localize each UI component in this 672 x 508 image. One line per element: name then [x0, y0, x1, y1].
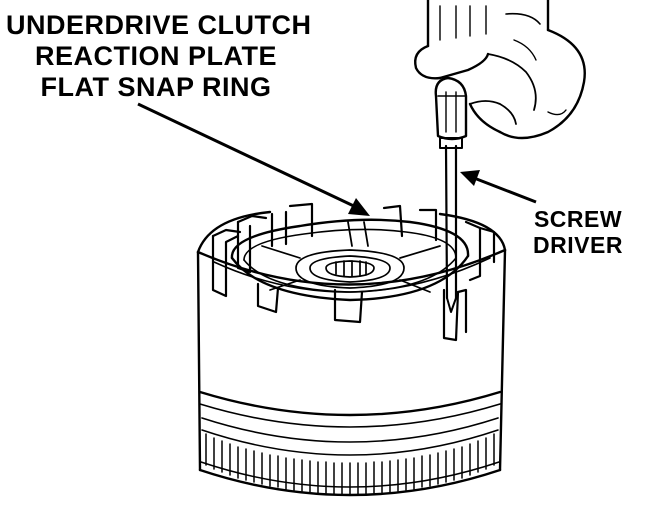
screwdriver-label-line2: DRIVER: [533, 232, 623, 258]
screwdriver-label-line1: SCREW: [533, 206, 623, 232]
snap-ring-label-line3: FLAT SNAP RING: [40, 72, 272, 102]
leader-lines: [137, 102, 537, 216]
screwdriver: [434, 76, 468, 313]
snap-ring-label-line1: UNDERDRIVE CLUTCH: [6, 10, 312, 40]
snap-ring-label-line2: REACTION PLATE: [35, 41, 277, 71]
screwdriver-callout: SCREW DRIVER: [528, 208, 628, 260]
gear-teeth-band: [200, 429, 500, 495]
technician-hand: [414, 0, 586, 140]
flat-snap-ring: [230, 218, 470, 302]
retainer-lugs: [211, 202, 496, 342]
snap-ring-callout: UNDERDRIVE CLUTCH REACTION PLATE FLAT SN…: [6, 10, 312, 105]
center-hub: [261, 245, 441, 293]
